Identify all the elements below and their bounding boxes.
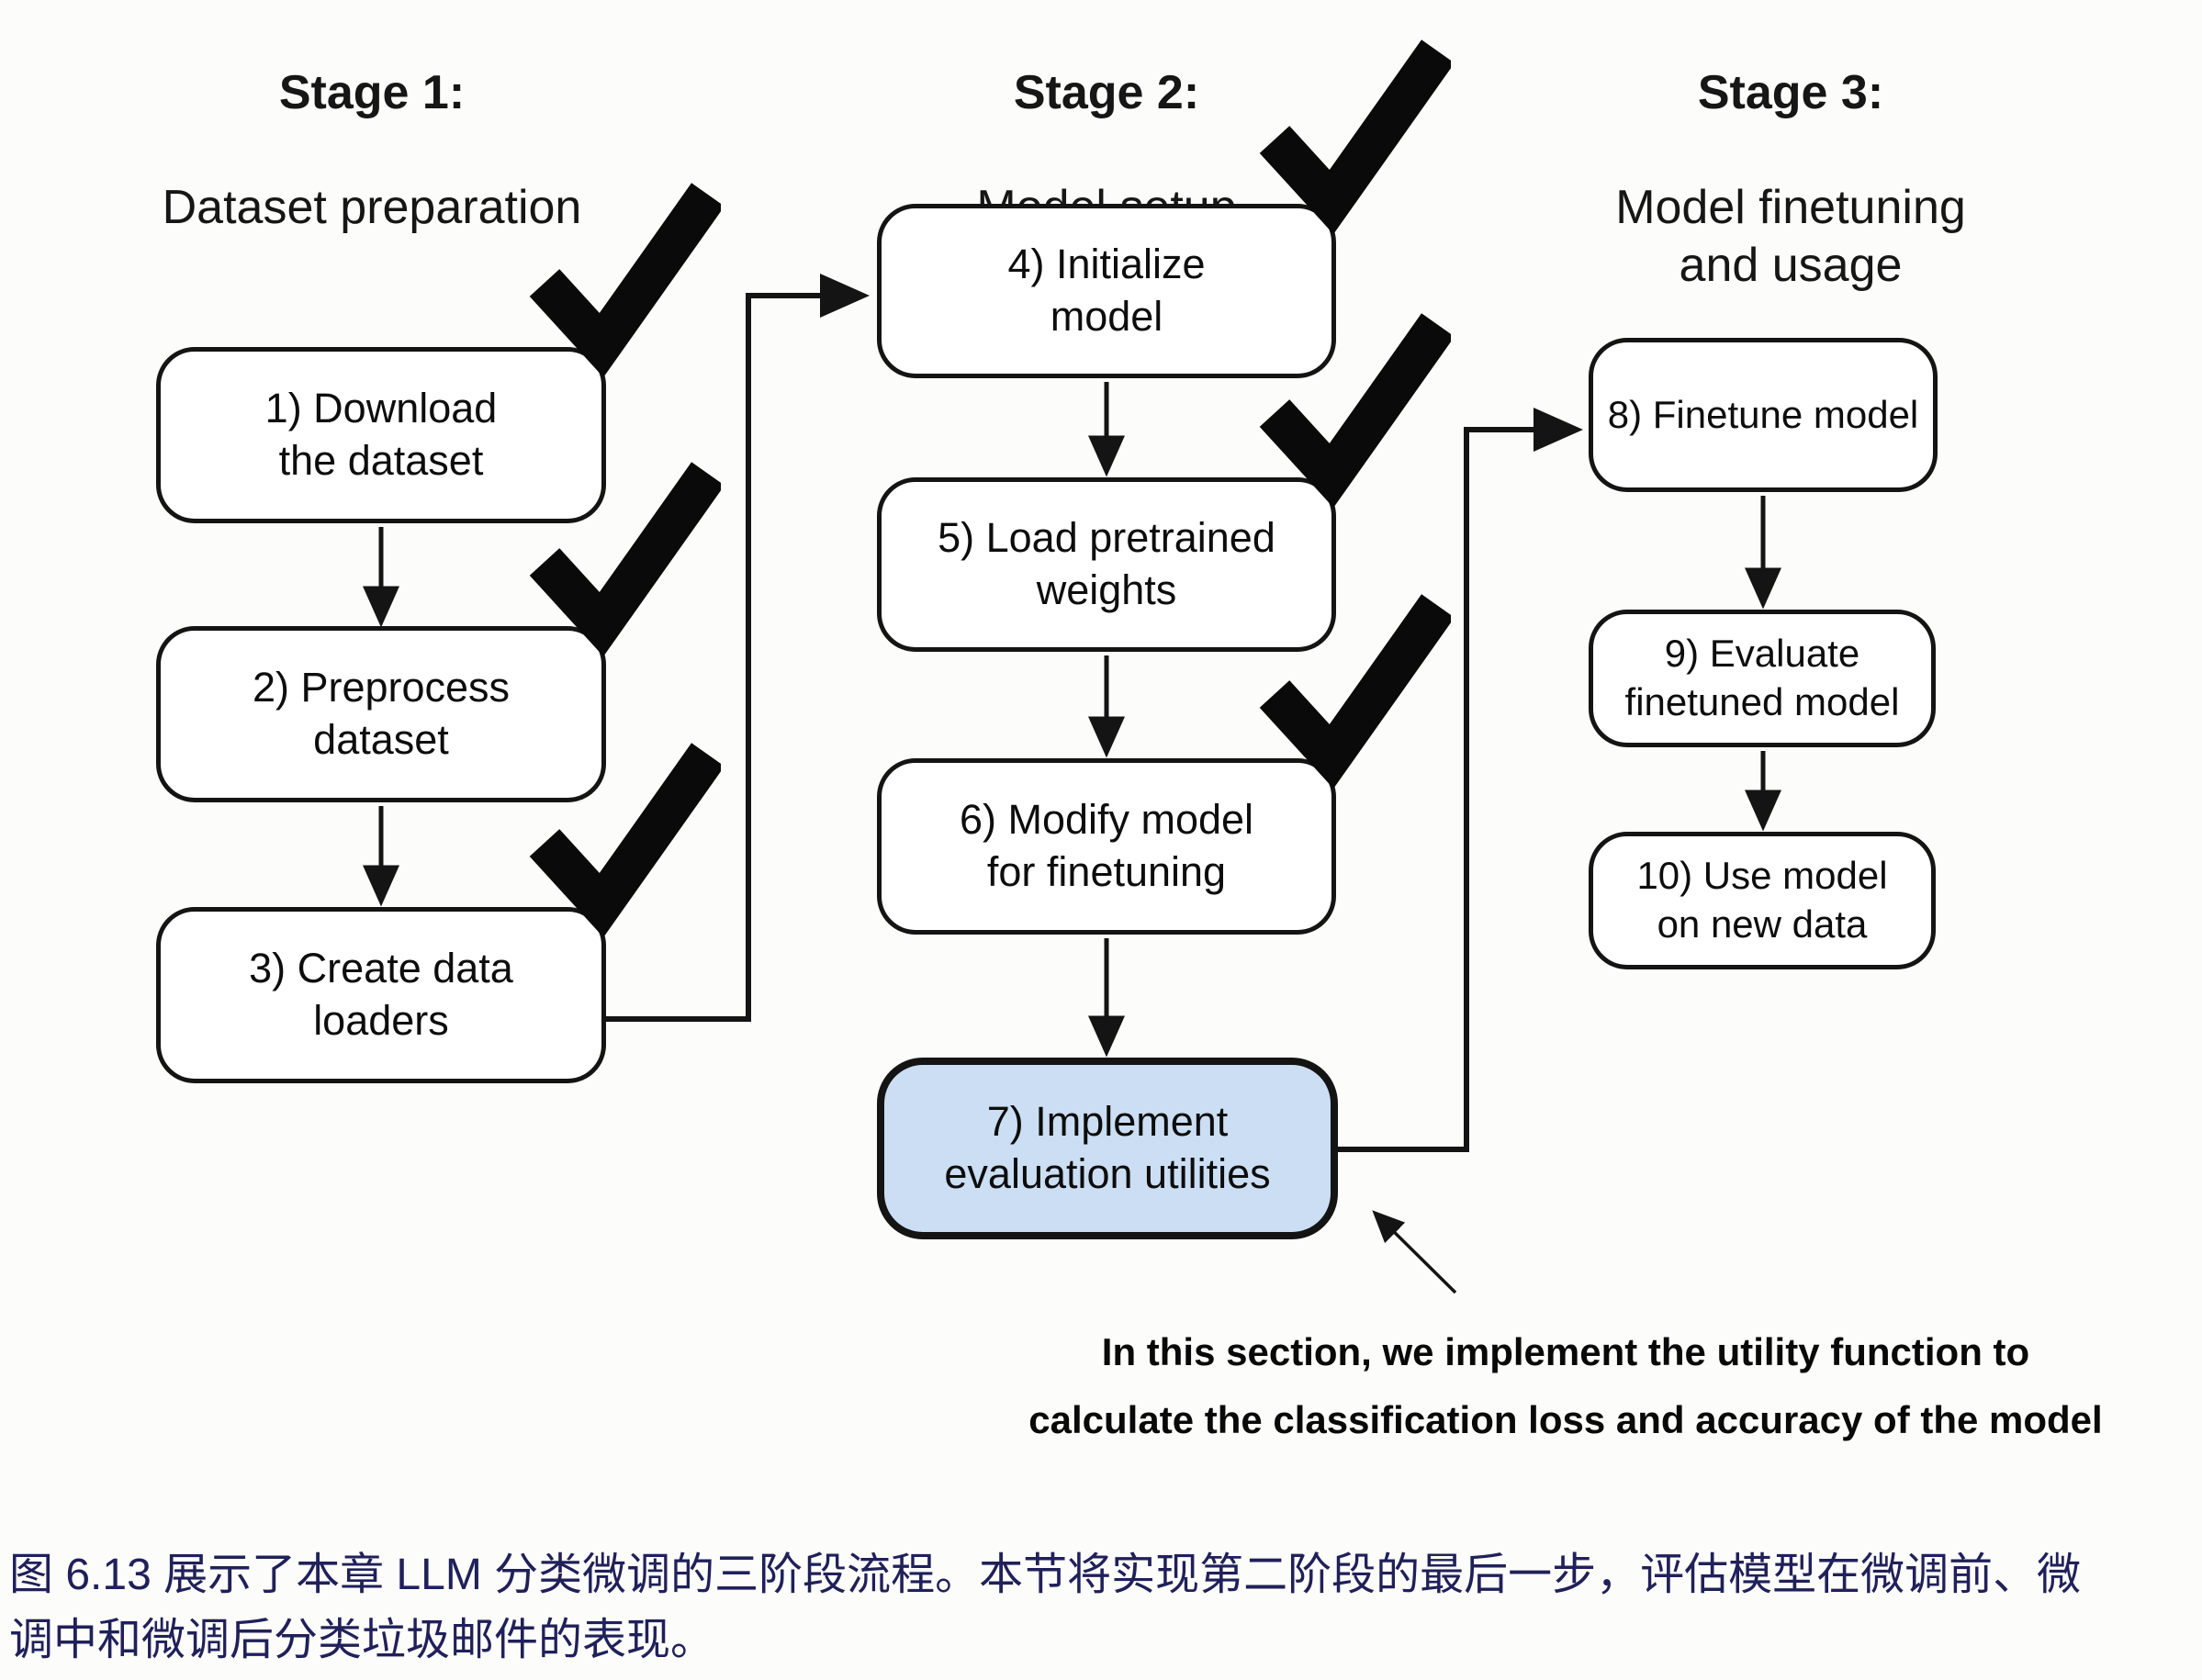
step-box-8-finetune-model: 8) Finetune model (1589, 338, 1938, 492)
step-box-9-evaluate-finetuned-model: 9) Evaluate finetuned model (1589, 610, 1936, 747)
step-box-2-preprocess-dataset: 2) Preprocess dataset (156, 626, 606, 802)
step-box-4-initialize-model: 4) Initialize model (877, 204, 1336, 378)
annotation-text: In this section, we implement the utilit… (1028, 1330, 2103, 1441)
step-box-1-download-dataset: 1) Download the dataset (156, 347, 606, 523)
stage1-subtitle: Dataset preparation (162, 181, 582, 235)
connector-box3-box4 (606, 274, 870, 1022)
step-box-5-load-pretrained-weights: 5) Load pretrained weights (877, 477, 1336, 652)
connector-box7-box8 (1338, 408, 1583, 1152)
step-box-3-create-data-loaders: 3) Create data loaders (156, 907, 606, 1083)
step-box-10-use-model: 10) Use model on new data (1589, 832, 1936, 969)
annotation-pointer-arrow (1372, 1210, 1457, 1294)
step-box-6-modify-model: 6) Modify model for finetuning (877, 758, 1336, 935)
step-box-7-implement-evaluation-utilities: 7) Implement evaluation utilities (877, 1058, 1338, 1239)
stage3-subtitle: Model finetuning and usage (1615, 181, 1966, 292)
stage3-title: Stage 3: (1697, 66, 1884, 120)
stage2-title: Stage 2: (1013, 66, 1200, 120)
figure-caption: 图 6.13 展示了本章 LLM 分类微调的三阶段流程。本节将实现第二阶段的最后… (9, 1551, 2082, 1665)
stage3-header: Stage 3: Model finetuning and usage (1515, 7, 2066, 351)
stage1-header: Stage 1: Dataset preparation (87, 7, 657, 294)
stage1-title: Stage 1: (278, 66, 466, 120)
